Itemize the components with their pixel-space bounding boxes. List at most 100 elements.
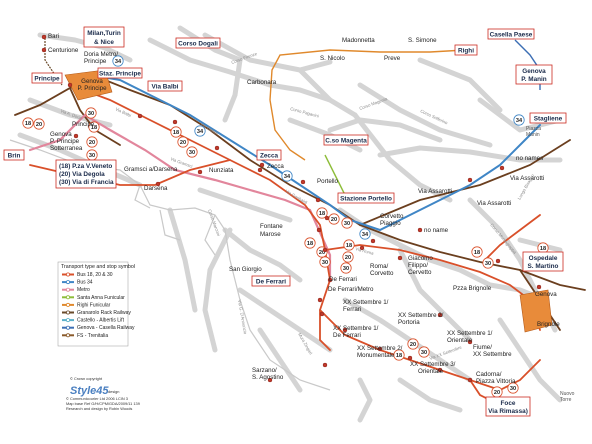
stop-dot[interactable] (257, 167, 263, 173)
stop-dot[interactable] (397, 255, 403, 261)
route-circle[interactable] (186, 146, 198, 158)
route-circle[interactable] (340, 262, 352, 274)
box-milan-turin-nice[interactable]: Milan,Turin & Nice (83, 26, 125, 48)
route-circle[interactable] (86, 136, 98, 148)
box-genova-pmanin[interactable]: Genova P. Manin (515, 64, 553, 85)
box-stagliene[interactable]: Stagliene (529, 112, 567, 124)
box-foce-via-rimassa[interactable]: Foce Via Rimassa) (485, 396, 531, 417)
stop-dot[interactable] (259, 162, 265, 168)
stop-dot[interactable] (315, 197, 321, 203)
route-circle[interactable] (407, 338, 419, 350)
stop-dot[interactable] (67, 82, 73, 88)
route-circle[interactable] (304, 237, 316, 249)
stop-dot[interactable] (536, 284, 542, 290)
box-via-balbi[interactable]: Via Balbi (147, 80, 183, 92)
stop-dot[interactable] (437, 367, 443, 373)
stop-dot[interactable] (499, 165, 505, 171)
stop-markers (41, 34, 542, 383)
routes-terminus-box[interactable]: (18) P.za V.Veneto (20) Via Degola (30) … (55, 159, 117, 189)
stop-dot[interactable] (41, 47, 47, 53)
route-circle[interactable] (393, 349, 405, 361)
box-casella-paese[interactable]: Casella Paese (487, 28, 535, 40)
stop-dot[interactable] (495, 258, 501, 264)
box-zecca[interactable]: Zecca (256, 149, 282, 161)
stop-dot[interactable] (300, 179, 306, 185)
box-text2: S. Martino (528, 263, 559, 270)
route-circle[interactable] (513, 114, 525, 126)
stop-dot[interactable] (417, 227, 423, 233)
box-text: Righi (458, 48, 474, 55)
stop-dot[interactable] (359, 245, 365, 251)
label-pzza-brignole: Pzza Brignole (453, 285, 492, 292)
box-brin[interactable]: Brin (3, 149, 25, 161)
box-staz-principe[interactable]: Staz. Principe (97, 67, 143, 79)
route-circle[interactable] (177, 136, 189, 148)
route-circle[interactable] (418, 346, 430, 358)
label-madonnetta: Madonnetta (342, 37, 375, 44)
stop-dot[interactable] (324, 215, 330, 221)
label-gps3: Sotterranea (50, 145, 83, 152)
route-circle[interactable] (359, 228, 371, 240)
stop-dot[interactable] (437, 312, 443, 318)
label-fiume2: XX Settembre (473, 351, 512, 358)
box-righi[interactable]: Righi (454, 44, 478, 56)
route-circle[interactable] (88, 121, 100, 133)
box-corso-dogali[interactable]: Corso Dogali (175, 37, 221, 49)
stop-dot[interactable] (41, 34, 47, 40)
label-assarotti1: Via Assarotti (418, 188, 452, 195)
label-cadorna2: Piazza Vittoria (476, 378, 516, 385)
stop-dot[interactable] (467, 377, 473, 383)
stop-dot[interactable] (467, 177, 473, 183)
stop-dot[interactable] (342, 327, 348, 333)
label-genova-brignole: Genova (535, 291, 557, 298)
box-stazione-portello[interactable]: Stazione Portello (337, 192, 395, 204)
label-giacomo: Giacomo (408, 255, 433, 262)
box-text: Via Balbi (152, 84, 179, 91)
route-circle[interactable] (112, 55, 124, 67)
stop-dot[interactable] (137, 113, 143, 119)
route-circle[interactable] (342, 251, 354, 263)
label-no-names: no names (516, 155, 543, 162)
route-circle[interactable] (170, 126, 182, 138)
legend-label: Bus 18, 20 & 30 (77, 272, 113, 278)
route-circle-number: 30 (421, 350, 427, 356)
stop-dot[interactable] (322, 362, 328, 368)
stop-dot[interactable] (155, 181, 161, 187)
route-circle[interactable] (33, 118, 45, 130)
legend-label: Righi Funicular (77, 302, 111, 308)
route-circle[interactable] (343, 239, 355, 251)
box-de-ferrari[interactable]: De Ferrari (251, 275, 291, 287)
route-circle[interactable] (281, 170, 293, 182)
route-circle[interactable] (319, 256, 331, 268)
stop-dot[interactable] (322, 247, 328, 253)
stop-dot[interactable] (73, 133, 79, 139)
stop-dot[interactable] (370, 238, 376, 244)
brignole-station[interactable] (519, 289, 553, 333)
stop-dot[interactable] (319, 311, 325, 317)
stop-dot[interactable] (317, 297, 323, 303)
stop-dot[interactable] (327, 277, 333, 283)
route-circle[interactable] (507, 382, 519, 394)
route-circle[interactable] (341, 217, 353, 229)
route-circle[interactable] (316, 207, 328, 219)
stop-dot[interactable] (467, 339, 473, 345)
stop-dot[interactable] (316, 227, 322, 233)
route-circle[interactable] (471, 246, 483, 258)
route-circle[interactable] (482, 257, 494, 269)
box-cso-magenta[interactable]: C.so Magenta (323, 134, 369, 146)
stop-dot[interactable] (214, 145, 220, 151)
stop-dot[interactable] (377, 346, 383, 352)
stop-dot[interactable] (197, 169, 203, 175)
label-xx5b: Orientale (447, 337, 473, 344)
box-ospedale-smartino[interactable]: Ospedale S. Martino (522, 251, 564, 272)
stop-dot[interactable] (172, 119, 178, 125)
box-genova-pprincipe[interactable]: Genova P. Principe (77, 78, 107, 92)
label-carbonara: Carbonara (247, 79, 277, 86)
box-principe[interactable]: Principe (31, 72, 63, 84)
route-circle[interactable] (194, 125, 206, 137)
stop-dot[interactable] (267, 377, 273, 383)
stop-dot[interactable] (407, 355, 413, 361)
box-text: Staz. Principe (99, 71, 141, 78)
route-circle[interactable] (22, 117, 34, 129)
route-circle[interactable] (85, 107, 97, 119)
